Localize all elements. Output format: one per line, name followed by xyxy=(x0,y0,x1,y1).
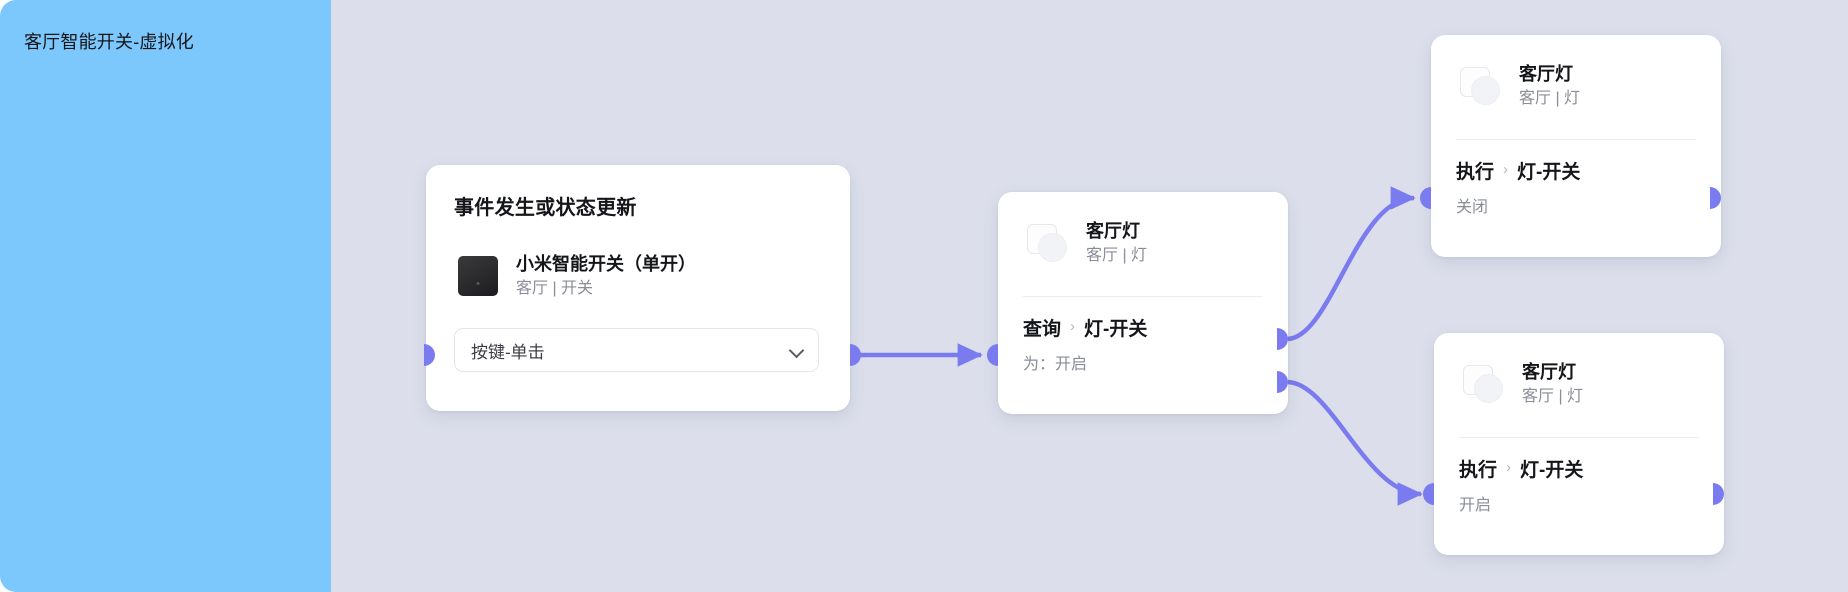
chevron-right-icon: › xyxy=(1506,459,1512,476)
node-action-off-device: 客厅灯 客厅 | 灯 xyxy=(1459,61,1580,111)
trigger-event-select[interactable]: 按键-单击 xyxy=(454,328,819,372)
node-action-off-action: 执行 › 灯-开关 xyxy=(1456,157,1580,184)
action-target: 灯-开关 xyxy=(1520,460,1584,481)
port-condition-out-top[interactable] xyxy=(1277,328,1288,350)
action-verb: 查询 xyxy=(1023,319,1062,340)
chevron-down-icon[interactable] xyxy=(790,343,804,357)
node-trigger[interactable]: 事件发生或状态更新 小米智能开关（单开） 客厅 | 开关 按键-单击 xyxy=(424,165,850,411)
device-name: 客厅灯 xyxy=(1522,362,1576,382)
node-action-on-action: 执行 › 灯-开关 xyxy=(1459,455,1583,482)
node-condition-action-value: 为：开启 xyxy=(1023,356,1088,373)
device-meta: 客厅 | 灯 xyxy=(1086,247,1148,264)
sidebar-title: 客厅智能开关-虚拟化 xyxy=(24,32,194,52)
node-divider xyxy=(1023,296,1263,297)
node-divider xyxy=(1456,139,1696,140)
node-condition[interactable]: 客厅灯 客厅 | 灯 查询 › 灯-开关 为：开启 xyxy=(998,192,1288,414)
device-meta: 客厅 | 开关 xyxy=(516,280,594,297)
action-verb: 执行 xyxy=(1456,162,1495,183)
node-action-off[interactable]: 客厅灯 客厅 | 灯 执行 › 灯-开关 关闭 xyxy=(1431,35,1721,257)
node-action-off-value: 关闭 xyxy=(1456,199,1489,216)
action-target: 灯-开关 xyxy=(1084,319,1148,340)
port-action-on-out[interactable] xyxy=(1713,483,1724,505)
node-action-on-device: 客厅灯 客厅 | 灯 xyxy=(1462,359,1583,409)
node-action-on[interactable]: 客厅灯 客厅 | 灯 执行 › 灯-开关 开启 xyxy=(1434,333,1724,555)
chevron-right-icon: › xyxy=(1503,161,1509,178)
device-meta: 客厅 | 灯 xyxy=(1519,90,1581,107)
device-texts: 客厅灯 客厅 | 灯 xyxy=(1522,359,1583,409)
chevron-right-icon: › xyxy=(1070,318,1076,335)
node-trigger-output-port[interactable] xyxy=(424,344,435,366)
device-name: 小米智能开关（单开） xyxy=(516,254,696,274)
edge-condition-to-action-off xyxy=(1286,186,1416,342)
device-name: 客厅灯 xyxy=(1086,221,1140,241)
node-condition-action: 查询 › 灯-开关 xyxy=(1023,314,1147,341)
port-condition-out-bottom[interactable] xyxy=(1277,371,1288,393)
sidebar: 客厅智能开关-虚拟化 xyxy=(0,0,331,592)
action-target: 灯-开关 xyxy=(1517,162,1581,183)
node-divider xyxy=(1459,437,1699,438)
lamp-icon xyxy=(1459,64,1503,108)
port-trigger-out[interactable] xyxy=(850,344,861,366)
port-action-off-out[interactable] xyxy=(1710,187,1721,209)
switch-icon xyxy=(458,256,498,296)
device-meta: 客厅 | 灯 xyxy=(1522,388,1584,405)
edge-condition-to-action-on xyxy=(1286,379,1423,506)
port-action-off-in[interactable] xyxy=(1420,187,1431,209)
node-trigger-device: 小米智能开关（单开） 客厅 | 开关 xyxy=(458,251,696,301)
node-trigger-title: 事件发生或状态更新 xyxy=(454,197,637,219)
node-condition-device: 客厅灯 客厅 | 灯 xyxy=(1026,218,1147,268)
device-name: 客厅灯 xyxy=(1519,64,1573,84)
port-action-on-in[interactable] xyxy=(1423,483,1434,505)
port-condition-in[interactable] xyxy=(987,344,998,366)
lamp-icon xyxy=(1026,221,1070,265)
device-texts: 小米智能开关（单开） 客厅 | 开关 xyxy=(516,251,696,301)
trigger-event-select-value: 按键-单击 xyxy=(471,342,545,362)
lamp-icon xyxy=(1462,362,1506,406)
device-texts: 客厅灯 客厅 | 灯 xyxy=(1519,61,1580,111)
node-action-on-value: 开启 xyxy=(1459,497,1492,514)
device-texts: 客厅灯 客厅 | 灯 xyxy=(1086,218,1147,268)
action-verb: 执行 xyxy=(1459,460,1498,481)
flow-canvas[interactable]: 事件发生或状态更新 小米智能开关（单开） 客厅 | 开关 按键-单击 xyxy=(331,0,1848,592)
